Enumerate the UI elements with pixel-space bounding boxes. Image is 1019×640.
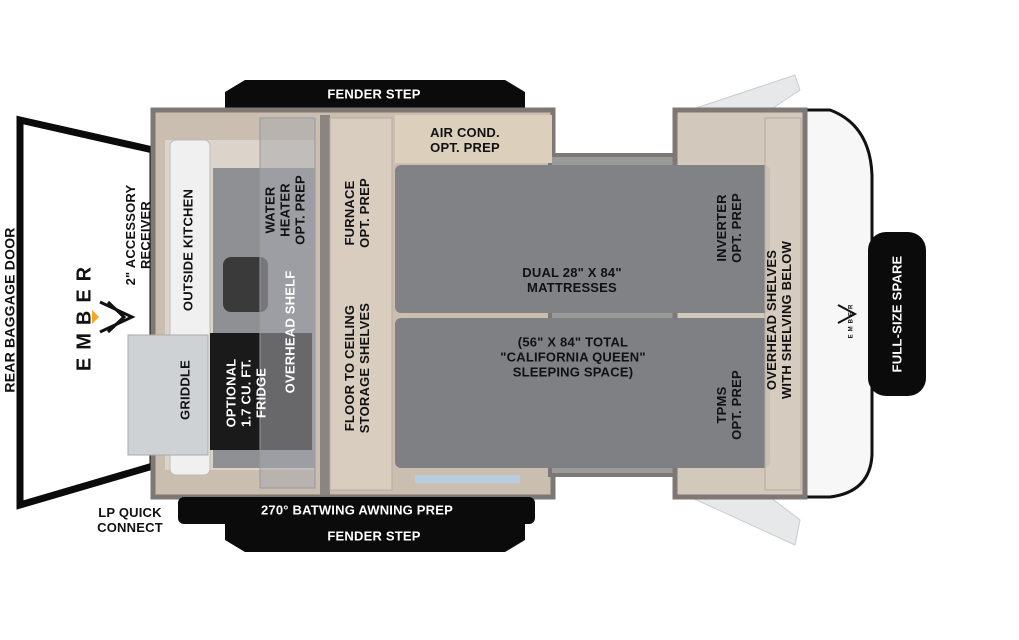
fender-step-bottom-label: FENDER STEP (327, 528, 421, 544)
fender-step-top (225, 80, 525, 110)
ember-logo: EMBER (73, 258, 96, 372)
overhead-shelf (259, 117, 316, 489)
overhead-shelves-label: OVERHEAD SHELVES WITH SHELVING BELOW (764, 240, 794, 400)
outside-kitchen-label: OUTSIDE KITCHEN (180, 188, 196, 312)
full-size-spare-label: FULL-SIZE SPARE (889, 255, 905, 373)
front-cap (798, 108, 874, 499)
mattress-1 (395, 165, 770, 313)
inverter-label: INVERTER OPT. PREP (714, 193, 744, 263)
griddle-label: GRIDDLE (177, 360, 193, 420)
lp-quick-connect-label: LP QUICK CONNECT (97, 505, 163, 535)
full-size-spare (868, 232, 926, 396)
fridge-label: OPTIONAL 1.7 CU. FT. FRIDGE (223, 358, 269, 428)
sleeping-space-label: (56" X 84" TOTAL "CALIFORNIA QUEEN" SLEE… (500, 334, 646, 380)
furnace-label: FURNACE OPT. PREP (342, 178, 372, 248)
batwing-awning-label: 270° BATWING AWNING PREP (260, 502, 454, 518)
sink (223, 257, 268, 312)
griddle (127, 334, 209, 456)
air-cond-label: AIR COND. OPT. PREP (430, 125, 500, 155)
ember-logo-front: EMBER (848, 301, 855, 339)
ember-logo-chevron (92, 300, 858, 334)
rear-baggage-door-label: REAR BAGGAGE DOOR (1, 227, 18, 393)
fender-step-bottom (225, 522, 525, 552)
overhead-shelf-label: OVERHEAD SHELF (282, 270, 298, 394)
tpms-label: TPMS OPT. PREP (714, 370, 744, 440)
batwing-awning-bar (178, 497, 535, 524)
accessory-receiver-label: 2" ACCESSORY RECEIVER (123, 184, 153, 286)
mattresses-label: DUAL 28" X 84" MATTRESSES (522, 265, 622, 295)
mattress-2 (395, 318, 770, 468)
storage-shelves-label: FLOOR TO CEILING STORAGE SHELVES (342, 302, 372, 434)
front-overhead-shelves (764, 117, 802, 491)
fender-step-top-label: FENDER STEP (327, 86, 421, 102)
storage-shelves (329, 117, 393, 491)
air-cond-prep (395, 115, 552, 163)
water-heater-label: WATER HEATER OPT. PREP (262, 175, 308, 245)
